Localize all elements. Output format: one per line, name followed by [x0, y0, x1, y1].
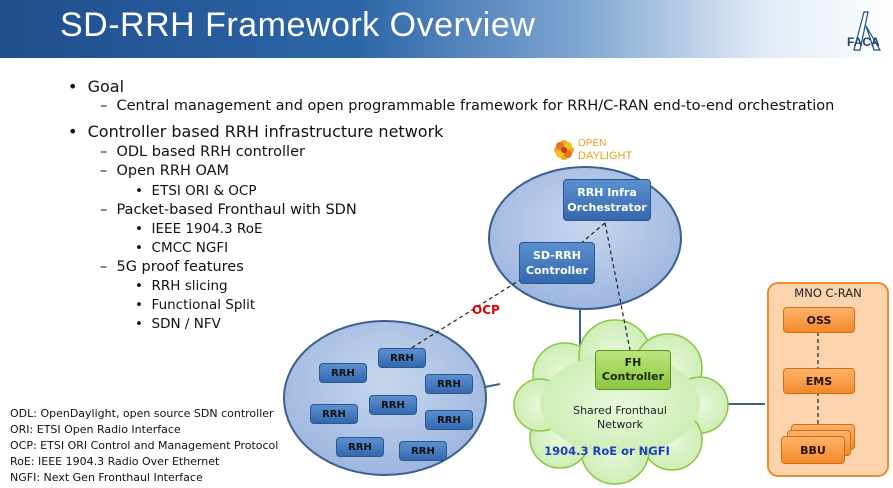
orchestrator-line2: Orchestrator	[567, 201, 647, 214]
bullet-oam-text: Open RRH OAM	[116, 163, 230, 179]
dashed-ocp	[404, 274, 529, 353]
bullet-odl-text: ODL based RRH controller	[116, 144, 305, 160]
bullet-fh-sub1: • IEEE 1904.3 RoE	[135, 221, 263, 237]
faca-logo-text: FACA	[847, 35, 880, 49]
bullet-proof-sub3-text: SDN / NFV	[151, 316, 221, 332]
fh-controller-line1: FH	[624, 356, 642, 369]
cloud-tech-label: 1904.3 RoE or NGFI	[544, 444, 670, 458]
bullet-proof-sub1-text: RRH slicing	[151, 278, 228, 294]
rrh-box[interactable]: RRH	[378, 348, 426, 368]
bullet-proof-sub1: • RRH slicing	[135, 278, 228, 294]
legend-odl: ODL: OpenDaylight, open source SDN contr…	[10, 407, 274, 420]
cloud-label-line2: Network	[597, 418, 644, 431]
slide-header	[0, 0, 893, 58]
bullet-oam-sub-text: ETSI ORI & OCP	[151, 183, 257, 199]
slide-title: SD-RRH Framework Overview	[60, 6, 536, 44]
bullet-goal-sub-text: Central management and open programmable…	[116, 98, 835, 114]
rrh-box[interactable]: RRH	[425, 374, 473, 394]
rrh-box[interactable]: RRH	[319, 363, 367, 383]
rrh-box[interactable]: RRH	[425, 410, 473, 430]
odl-logo-line1: OPEN	[578, 138, 606, 149]
rrh-box[interactable]: RRH	[369, 395, 417, 415]
bullet-odl: – ODL based RRH controller	[100, 144, 305, 160]
fh-controller-box[interactable]: FH Controller	[595, 350, 671, 390]
fh-controller-line2: Controller	[601, 370, 665, 383]
bullet-controller: • Controller based RRH infrastructure ne…	[68, 122, 444, 141]
bullet-fronthaul-text: Packet-based Fronthaul with SDN	[116, 202, 357, 218]
bullet-fh-sub2: • CMCC NGFI	[135, 240, 229, 256]
dashed-orchestrator-controller	[579, 222, 606, 245]
bullet-oam-sub: • ETSI ORI & OCP	[135, 183, 257, 199]
bullet-proof-sub2-text: Functional Split	[151, 297, 256, 313]
bullet-fh-sub1-text: IEEE 1904.3 RoE	[151, 221, 263, 237]
faca-logo: FACA	[847, 11, 882, 51]
ems-box[interactable]: EMS	[783, 368, 855, 394]
bbu-box[interactable]: BBU	[781, 436, 845, 464]
bullet-fh-sub2-text: CMCC NGFI	[151, 240, 229, 256]
bullet-goal-text: Goal	[87, 77, 125, 96]
oss-box[interactable]: OSS	[783, 307, 855, 333]
ocp-label: OCP	[472, 303, 500, 317]
bullet-fronthaul: – Packet-based Fronthaul with SDN	[100, 202, 357, 218]
sd-rrh-controller-line1: SD-RRH	[533, 249, 581, 262]
rrh-box[interactable]: RRH	[399, 441, 447, 461]
bullet-oam: – Open RRH OAM	[100, 163, 230, 179]
orchestrator-box[interactable]: RRH Infra Orchestrator	[563, 179, 651, 221]
sd-rrh-controller-box[interactable]: SD-RRH Controller	[519, 242, 595, 284]
bullet-goal-sub: – Central management and open programmab…	[100, 98, 835, 114]
fronthaul-cloud	[513, 319, 729, 485]
odl-flower-icon	[554, 140, 574, 160]
legend-ocp: OCP: ETSI ORI Control and Management Pro…	[10, 439, 279, 452]
bullet-proof-text: 5G proof features	[116, 259, 244, 275]
legend-ori: ORI: ETSI Open Radio Interface	[10, 423, 181, 436]
bullet-proof-sub2: • Functional Split	[135, 297, 256, 313]
mno-cran-title: MNO C-RAN	[794, 286, 861, 300]
rrh-box[interactable]: RRH	[336, 437, 384, 457]
bullet-goal: • Goal	[68, 77, 125, 96]
dashed-orchestrator-fh	[604, 222, 631, 351]
bullet-proof: – 5G proof features	[100, 259, 244, 275]
sd-rrh-controller-line2: Controller	[525, 264, 589, 277]
legend-ngfi: NGFI: Next Gen Fronthaul Interface	[10, 471, 203, 484]
odl-logo-line2: DAYLIGHT	[578, 150, 632, 162]
orchestrator-line1: RRH Infra	[577, 186, 637, 199]
rrh-box[interactable]: RRH	[310, 404, 358, 424]
bullet-proof-sub3: • SDN / NFV	[135, 316, 221, 332]
cloud-label-line1: Shared Fronthaul	[573, 404, 667, 417]
link-rrh-cloud	[484, 383, 501, 388]
legend-roe: RoE: IEEE 1904.3 Radio Over Ethernet	[10, 455, 220, 468]
bullet-controller-text: Controller based RRH infrastructure netw…	[87, 122, 444, 141]
